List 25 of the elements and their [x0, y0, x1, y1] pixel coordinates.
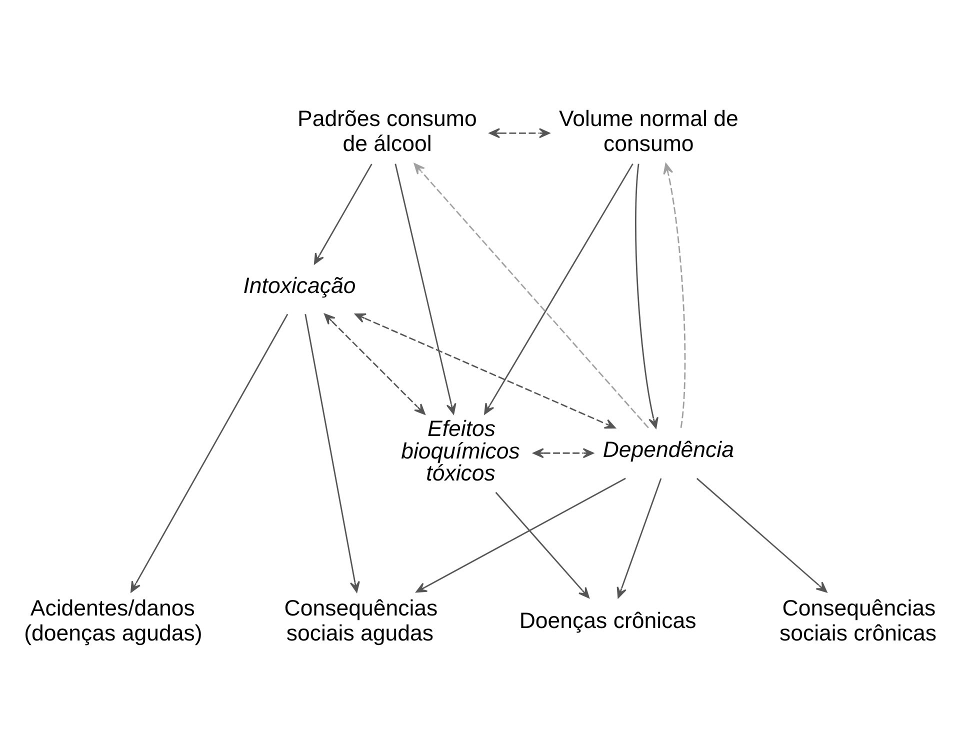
arrow — [394, 164, 456, 414]
node-text: Consequências sociais crônicas — [779, 596, 937, 646]
node-text: Padrões consumo de álcool — [297, 106, 477, 156]
node-text: Doenças crônicas — [519, 608, 696, 634]
arrow — [130, 314, 288, 592]
arrow — [484, 163, 634, 414]
arrow — [314, 164, 372, 264]
node-text: Efeitos bioquímicos tóxicos — [401, 416, 520, 486]
arrow — [616, 478, 662, 598]
node-text: Volume normal de consumo — [559, 106, 738, 156]
arrow — [489, 128, 550, 138]
node-text: Dependência — [602, 437, 734, 462]
arrow — [324, 313, 426, 415]
node-text: Consequências sociais agudas — [284, 596, 438, 646]
arrow — [532, 448, 594, 458]
arrow — [304, 314, 360, 592]
arrow — [354, 313, 616, 429]
node-text: Acidentes/danos (doenças agudas) — [24, 596, 202, 646]
node-text: Intoxicação — [243, 272, 356, 298]
arrow — [663, 163, 686, 428]
arrow — [495, 492, 590, 598]
arrow — [635, 164, 658, 429]
arrow — [696, 478, 828, 593]
arrow — [414, 163, 649, 428]
arrow — [416, 478, 626, 593]
